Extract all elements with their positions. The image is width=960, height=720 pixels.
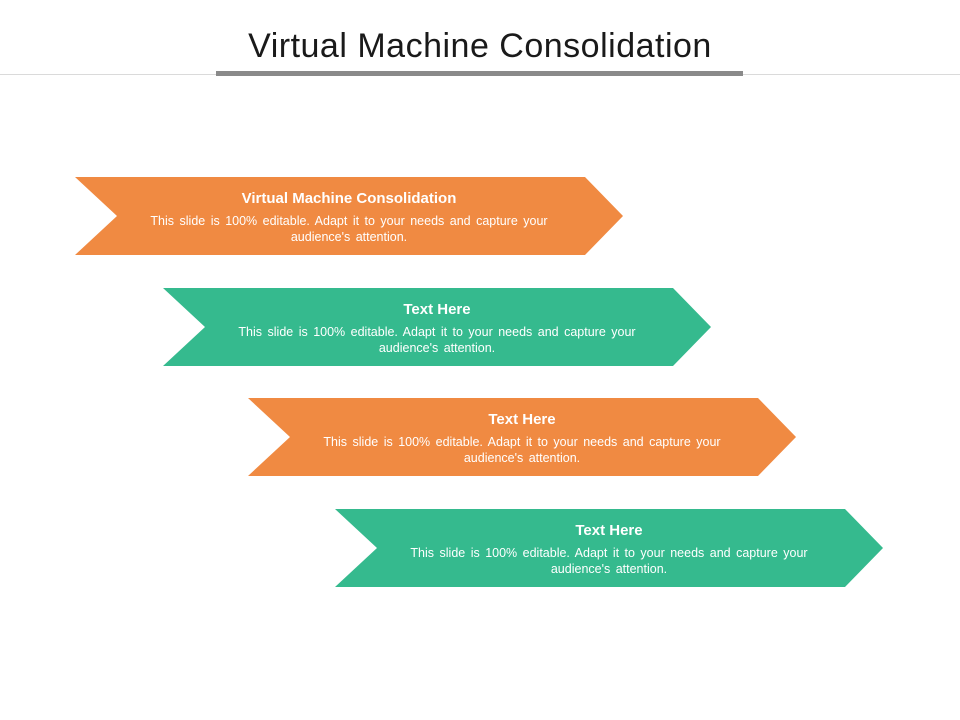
banner-content: Text Here This slide is 100% editable. A…	[335, 509, 883, 588]
arrow-shape	[335, 509, 883, 587]
banner-title: Text Here	[488, 410, 556, 428]
title-underline-bar	[216, 71, 743, 76]
arrow-banner-1: Virtual Machine Consolidation This slide…	[75, 177, 623, 255]
banner-title: Text Here	[403, 300, 471, 318]
banner-body-text: This slide is 100% editable. Adapt it to…	[238, 324, 636, 355]
banner-content: Text Here This slide is 100% editable. A…	[248, 398, 796, 477]
arrow-shape	[248, 398, 796, 476]
banner-body-text: This slide is 100% editable. Adapt it to…	[410, 545, 808, 576]
banner-title: Text Here	[575, 521, 643, 539]
arrow-banner-4: Text Here This slide is 100% editable. A…	[335, 509, 883, 587]
arrow-shape	[75, 177, 623, 255]
arrow-banner-3: Text Here This slide is 100% editable. A…	[248, 398, 796, 476]
page-title: Virtual Machine Consolidation	[248, 27, 712, 65]
arrow-banner-2: Text Here This slide is 100% editable. A…	[163, 288, 711, 366]
banner-body-text: This slide is 100% editable. Adapt it to…	[150, 213, 548, 244]
banner-body-text: This slide is 100% editable. Adapt it to…	[323, 434, 721, 465]
banner-content: Text Here This slide is 100% editable. A…	[163, 288, 711, 367]
banner-content: Virtual Machine Consolidation This slide…	[75, 177, 623, 256]
banner-title: Virtual Machine Consolidation	[241, 189, 457, 207]
arrow-shape	[163, 288, 711, 366]
